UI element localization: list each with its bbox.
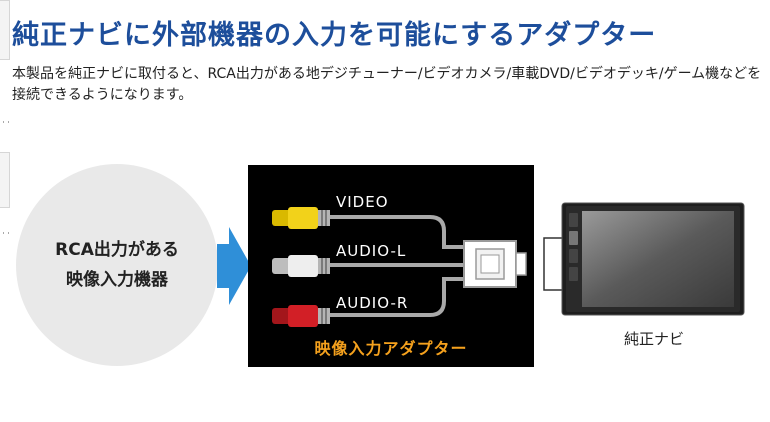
page-title: 純正ナビに外部機器の入力を可能にするアダプター — [12, 20, 657, 51]
cable-label-audio-l: AUDIO-L — [336, 242, 407, 260]
edge-ellipsis-icon: ˙˙ — [1, 232, 11, 243]
navi-head-unit-icon — [543, 202, 745, 316]
adapter-panel: VIDEO AUDIO-L AUDIO-R 映像入力アダプター — [248, 165, 534, 367]
adapter-title: 映像入力アダプター — [314, 339, 468, 358]
source-device-circle: RCA出力がある 映像入力機器 — [16, 164, 218, 366]
intro-text: 本製品を純正ナビに取付ると、RCA出力がある地デジチューナー/ビデオカメラ/車載… — [12, 66, 762, 103]
rca-plug-white — [272, 255, 330, 277]
edge-tab-top — [0, 0, 10, 60]
source-device-label-line2: 映像入力機器 — [66, 270, 168, 290]
edge-tab-middle — [0, 152, 10, 208]
rca-plug-yellow — [272, 207, 330, 229]
edge-ellipsis-icon: ˙˙ — [1, 121, 11, 132]
rca-plug-red — [272, 305, 330, 327]
cable-label-audio-r: AUDIO-R — [336, 294, 409, 312]
navi-label: 純正ナビ — [623, 330, 684, 348]
flow-arrow-icon — [217, 227, 251, 305]
cable-label-video: VIDEO — [336, 193, 389, 211]
source-device-label-line1: RCA出力がある — [55, 240, 179, 260]
cable-illustration — [272, 207, 527, 327]
